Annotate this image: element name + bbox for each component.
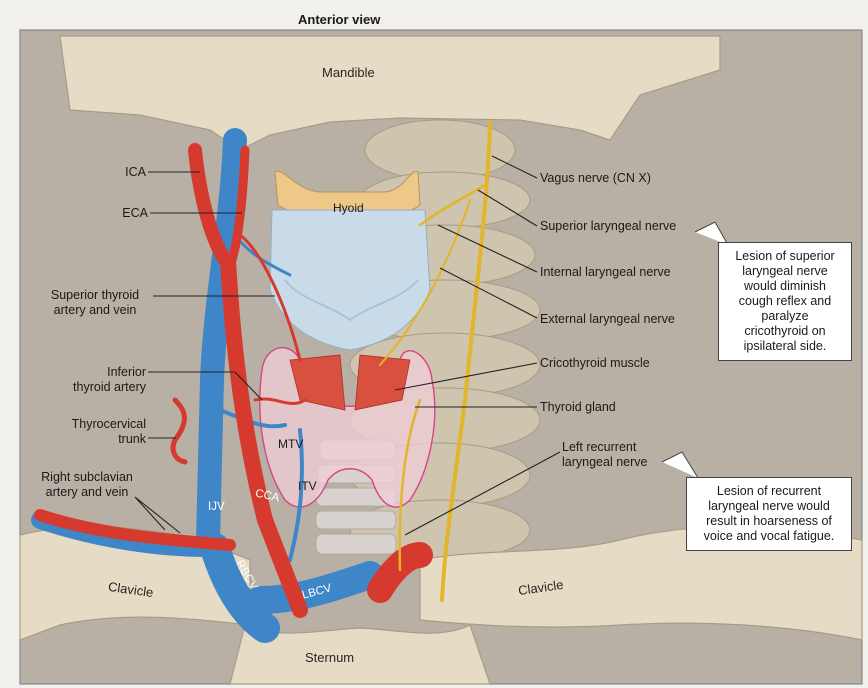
cricothyroid-muscle-left (289, 354, 346, 411)
ijv-label: IJV (208, 501, 225, 513)
callout-line: cricothyroid on (744, 324, 826, 338)
callout-superior-pointer (694, 221, 729, 246)
mandible-bone (59, 35, 721, 151)
callout-line: would diminish (744, 279, 826, 293)
thyroid-gland-label: Thyroid gland (540, 400, 616, 414)
left-brachiocephalic-vein (246, 561, 384, 614)
recurrent-laryngeal-lesion-callout: Lesion of recurrent laryngeal nerve woul… (686, 477, 852, 551)
aortic-arch-branch (367, 542, 433, 603)
inferior-thyroid-label-line2: thyroid artery (73, 380, 146, 394)
cricothyroid-muscle-right (354, 354, 411, 411)
superior-laryngeal-nerve (418, 183, 487, 227)
cricothyroid-muscle-label: Cricothyroid muscle (540, 356, 650, 370)
callout-line: voice and vocal fatigue. (703, 529, 835, 543)
thyrocervical-trunk (170, 397, 188, 465)
superior-thyroid-artery (238, 233, 302, 362)
recurrent-nerve-label-line1: Left recurrent (562, 440, 637, 454)
thyrocervical-label-line2: trunk (118, 432, 146, 446)
superior-thyroid-label-line1: Superior thyroid (50, 288, 140, 302)
mandible-label: Mandible (322, 65, 375, 80)
external-carotid-artery (227, 145, 250, 265)
sternum-bone (229, 624, 491, 685)
callout-recurrent-pointer (661, 451, 699, 479)
callout-line: ipsilateral side. (743, 339, 827, 353)
callout-line: Lesion of superior (735, 249, 835, 263)
nerves (379, 120, 492, 602)
callout-line: laryngeal nerve (742, 264, 828, 278)
common-carotid-artery (220, 252, 308, 618)
internal-laryngeal-nerve-label: Internal laryngeal nerve (540, 265, 671, 279)
callout-line: paralyze (761, 309, 809, 323)
subclavian-label-line2: artery and vein (45, 485, 129, 499)
recurrent-nerve-label-line2: laryngeal nerve (562, 455, 648, 469)
callout-line: cough reflex and (738, 294, 832, 308)
recurrent-laryngeal-nerve (398, 398, 422, 572)
middle-thyroid-vein (218, 408, 287, 429)
ica-label: ICA (125, 165, 146, 179)
external-laryngeal-nerve-label: External laryngeal nerve (540, 312, 675, 326)
eca-label: ECA (122, 206, 148, 220)
vagus-nerve (440, 120, 492, 602)
leader-lines (134, 155, 561, 536)
clavicle-right-bone (419, 526, 863, 641)
subclavian-label-line1: Right subclavian (41, 470, 133, 484)
right-brachiocephalic-vein (200, 533, 280, 643)
inferior-thyroid-artery (253, 397, 307, 406)
inferior-thyroid-label-line1: Inferior (107, 365, 146, 379)
mtv-label: MTV (278, 437, 304, 451)
figure-title: Anterior view (298, 12, 381, 27)
external-laryngeal-nerve (379, 199, 471, 366)
superior-laryngeal-nerve-label: Superior laryngeal nerve (540, 219, 677, 233)
superior-laryngeal-lesion-callout: Lesion of superior laryngeal nerve would… (718, 242, 852, 361)
arteries (34, 143, 433, 618)
hyoid-label: Hyoid (333, 201, 364, 215)
itv-label: ITV (298, 479, 317, 493)
superior-thyroid-label-line2: artery and vein (53, 303, 137, 317)
vagus-nerve-label: Vagus nerve (CN X) (540, 171, 651, 185)
sternum-label: Sternum (305, 650, 355, 665)
right-subclavian-artery (34, 509, 236, 551)
callout-line: result in hoarseness of (706, 514, 832, 528)
inferior-thyroid-vein (288, 428, 304, 562)
thyrocervical-label-line1: Thyrocervical (71, 417, 146, 431)
callout-line: Lesion of recurrent (716, 484, 822, 498)
internal-carotid-artery (188, 143, 232, 267)
callout-line: laryngeal nerve would (708, 499, 830, 513)
